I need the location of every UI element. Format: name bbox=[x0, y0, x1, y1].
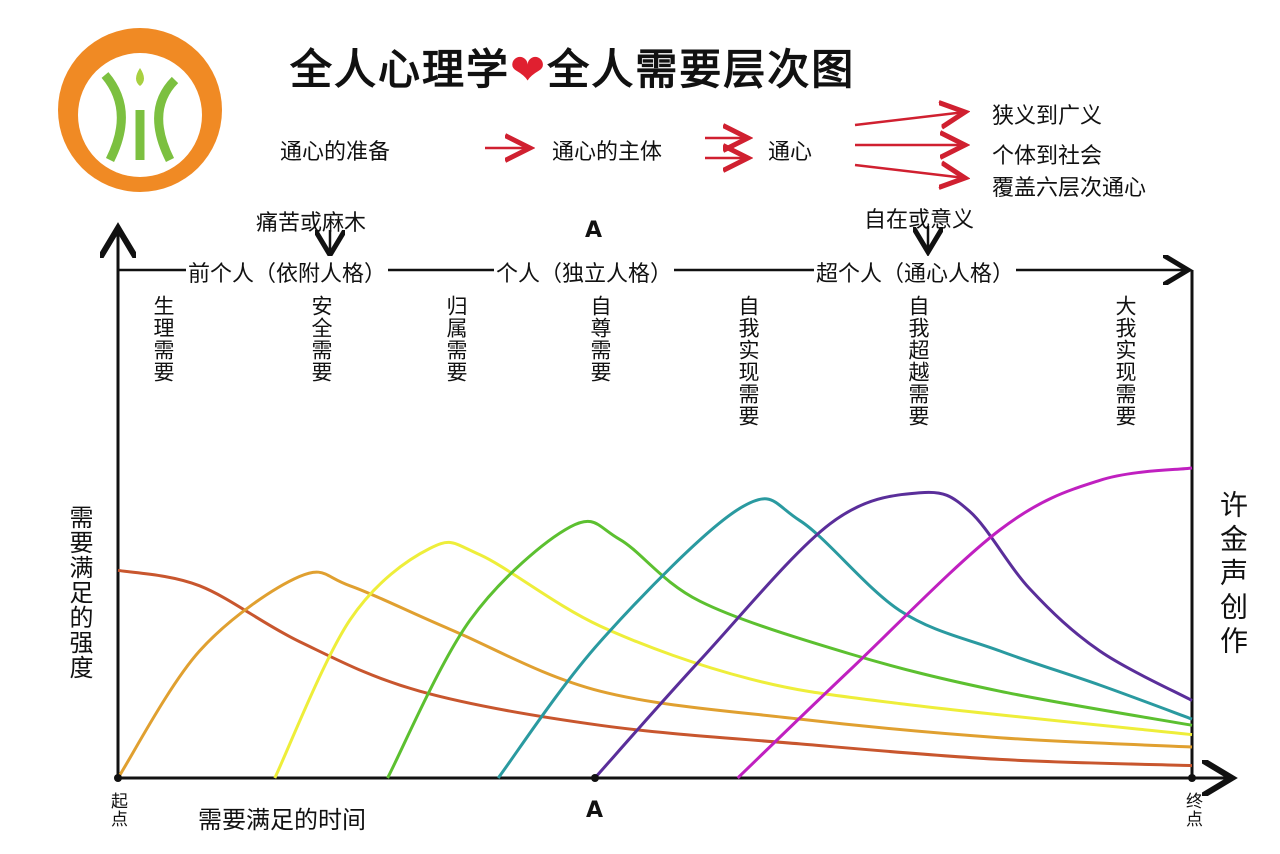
series-line-5 bbox=[593, 490, 1193, 779]
series-line-4 bbox=[496, 497, 1193, 779]
need-label: 大我实现需要 bbox=[1113, 295, 1137, 427]
need-label: 自我超越需要 bbox=[906, 295, 930, 427]
y-axis-label: 需要满足的强度 bbox=[65, 505, 93, 680]
series-line-1 bbox=[116, 570, 1193, 779]
flow-arrows bbox=[485, 112, 965, 178]
stage-transpersonal: 超个人（通心人格） bbox=[814, 256, 1017, 288]
need-label: 归属需要 bbox=[444, 295, 468, 383]
series-line-2 bbox=[273, 540, 1193, 779]
page-title: 全人心理学❤全人需要层次图 bbox=[290, 45, 856, 94]
x-mid-label: A bbox=[586, 798, 604, 823]
need-label: 生理需要 bbox=[151, 295, 175, 383]
need-label: 自尊需要 bbox=[588, 295, 612, 383]
origin-point bbox=[114, 774, 122, 782]
label-meaning: 自在或意义 bbox=[864, 208, 975, 233]
label-a-top: A bbox=[585, 218, 603, 243]
outcome: 覆盖六层次通心 bbox=[992, 176, 1147, 201]
need-label: 自我实现需要 bbox=[736, 295, 760, 427]
outcome: 个体到社会 bbox=[992, 144, 1103, 169]
axes bbox=[118, 226, 1232, 778]
point-a bbox=[591, 774, 599, 782]
need-label: 安全需要 bbox=[309, 295, 333, 383]
label-pain: 痛苦或麻木 bbox=[256, 211, 367, 236]
flow-step2: 通心的主体 bbox=[552, 140, 663, 165]
series-line-6 bbox=[736, 466, 1193, 780]
x-start-label: 起点 bbox=[107, 792, 127, 828]
series-line-3 bbox=[386, 519, 1193, 779]
author-credit: 许金声创作 bbox=[1216, 490, 1249, 660]
stage-pre-personal: 前个人（依附人格） bbox=[186, 256, 389, 288]
x-axis-label: 需要满足的时间 bbox=[198, 806, 366, 834]
end-point bbox=[1188, 774, 1196, 782]
x-end-label: 终点 bbox=[1182, 792, 1202, 828]
logo bbox=[58, 28, 222, 192]
heart-icon: ❤ bbox=[510, 45, 548, 94]
stage-personal: 个人（独立人格） bbox=[494, 256, 675, 288]
outcome: 狭义到广义 bbox=[992, 104, 1103, 129]
series-line-0 bbox=[117, 568, 1193, 768]
flow-step3: 通心 bbox=[768, 140, 813, 165]
flow-step1: 通心的准备 bbox=[280, 140, 391, 165]
